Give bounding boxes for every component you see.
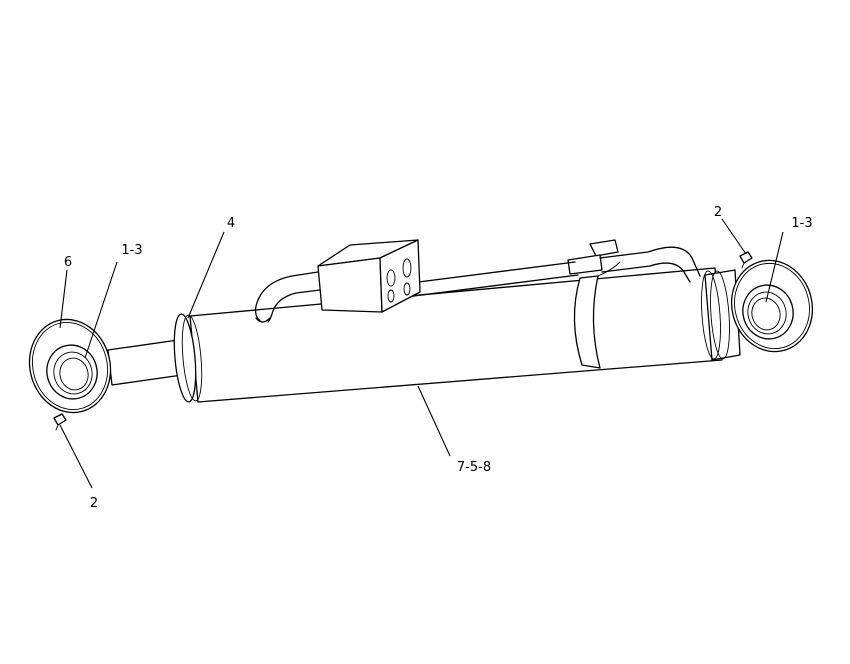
right-rod-eye xyxy=(730,259,814,353)
callout-4: 4 xyxy=(227,216,235,231)
callout-2-left: 2 xyxy=(90,496,98,511)
callout-6: 6 xyxy=(64,255,72,270)
leader-lines xyxy=(59,218,784,489)
tube-clamp xyxy=(567,239,621,369)
left-grease-fitting xyxy=(53,413,67,431)
callout-1-3-left: 1-3 xyxy=(121,243,142,258)
cylinder-barrel xyxy=(173,267,741,403)
hydraulic-line xyxy=(254,246,701,323)
piston-rod xyxy=(107,339,183,386)
valve-block xyxy=(317,239,421,313)
left-rod-eye xyxy=(28,318,112,414)
callout-1-3-right: 1-3 xyxy=(791,216,812,231)
callout-2-right: 2 xyxy=(714,205,722,220)
callout-7-5-8: 7-5-8 xyxy=(457,460,491,475)
